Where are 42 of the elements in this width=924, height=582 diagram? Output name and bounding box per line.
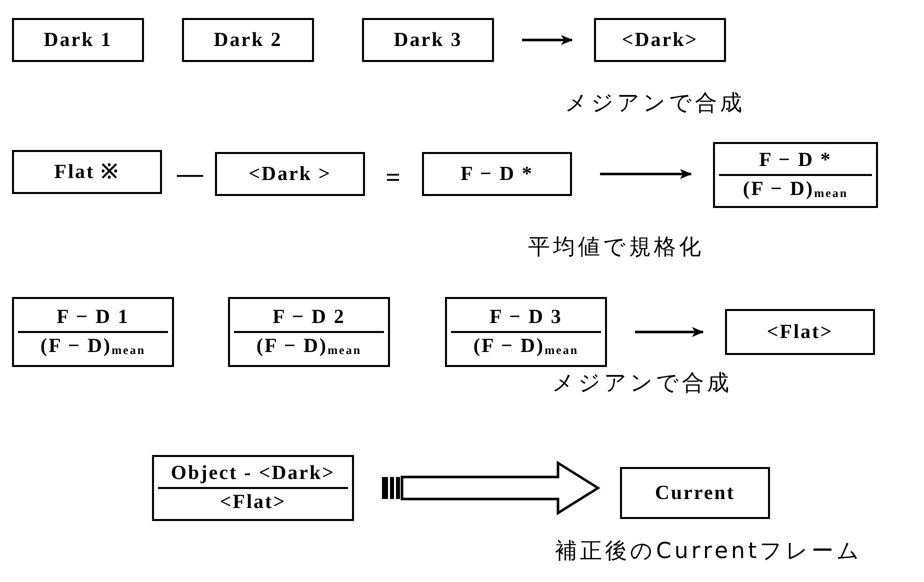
term-box [362,18,494,62]
term-box [182,18,314,62]
term-box [12,150,162,194]
term-box [422,152,572,196]
fraction-box [713,142,878,208]
numerator: F − D 2 [234,306,384,333]
fraction-box [152,455,354,521]
term-box [215,152,365,196]
term-label: Dark 1 [44,28,112,52]
denominator: (F − D)$_{mean}$ [256,334,362,358]
term-label: Dark 2 [214,28,282,52]
denominator: (F − D)$_{mean}$ [742,177,848,201]
operator-sign: — [176,158,204,190]
step-caption: 平均値で規格化 [528,234,704,262]
term-label: Flat ※ [54,160,120,184]
numerator: Object - <Dark> [158,462,348,489]
term-label: Current [654,482,736,504]
operator-sign: = [384,162,402,194]
step-caption: 補正後のCurrentフレーム [555,538,863,566]
fraction-box [12,297,174,367]
term-label: <Dark> [622,28,698,52]
step-caption: メジアンで合成 [552,370,732,398]
term-box [594,18,726,62]
term-label: F − D * [460,162,534,186]
term-label: <Flat> [766,320,834,344]
term-label: <Dark > [248,162,332,186]
arrow [600,169,692,179]
numerator: F − D 1 [18,306,168,333]
denominator: <Flat> [220,490,286,514]
term-label: Dark 3 [394,28,462,52]
term-box [620,467,770,519]
step-caption: メジアンで合成 [565,90,745,118]
arrow [522,35,573,45]
fraction-box [228,297,390,367]
numerator: F − D * [719,149,872,176]
term-box [725,309,875,355]
numerator: F − D 3 [451,306,601,333]
arrow [635,327,704,337]
denominator: (F − D)$_{mean}$ [40,334,146,358]
fraction-box [445,297,607,367]
term-box [12,18,144,62]
denominator: (F − D)$_{mean}$ [473,334,579,358]
